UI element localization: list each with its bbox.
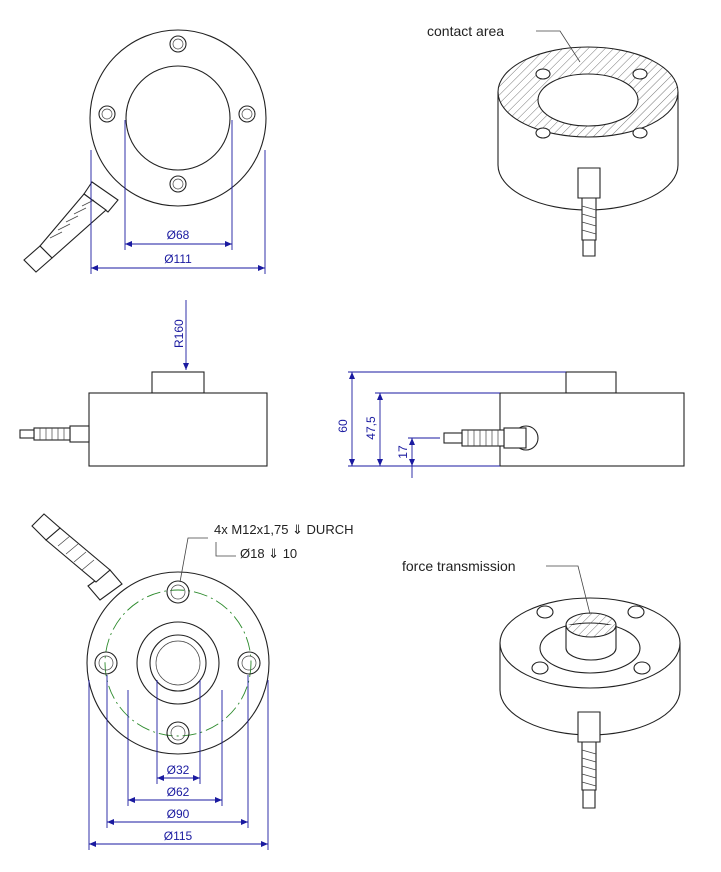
side-view-heights: 60 47,5 17 [336,371,685,478]
dim-d90: Ø90 [167,807,190,821]
thread-note-line1: 4x M12x1,75 ⇓ DURCH [214,522,354,537]
side-view: R160 [19,300,268,467]
iso-view-force-transmission: force transmission [402,558,681,809]
dim-d32: Ø32 [167,763,190,777]
top-view: Ø68 Ø111 [23,29,267,274]
thread-note-line2: Ø18 ⇓ 10 [240,546,297,561]
label-force-transmission: force transmission [402,558,516,574]
bottom-view: 4x M12x1,75 ⇓ DURCH Ø18 ⇓ 10 Ø32 Ø62 Ø90… [31,513,354,850]
dim-h17: 17 [396,445,410,459]
iso-view-contact-area: contact area [427,23,679,257]
dim-d115: Ø115 [164,829,193,843]
dim-d111: Ø111 [164,252,192,266]
label-contact-area: contact area [427,23,504,39]
cable-bottom-view [31,513,123,601]
dim-d62: Ø62 [167,785,190,799]
dim-h47-5: 47,5 [364,416,378,440]
dim-h60: 60 [336,419,350,433]
dim-r160: R160 [172,319,186,348]
cable-top-view [23,181,119,273]
dim-d68: Ø68 [167,228,190,242]
